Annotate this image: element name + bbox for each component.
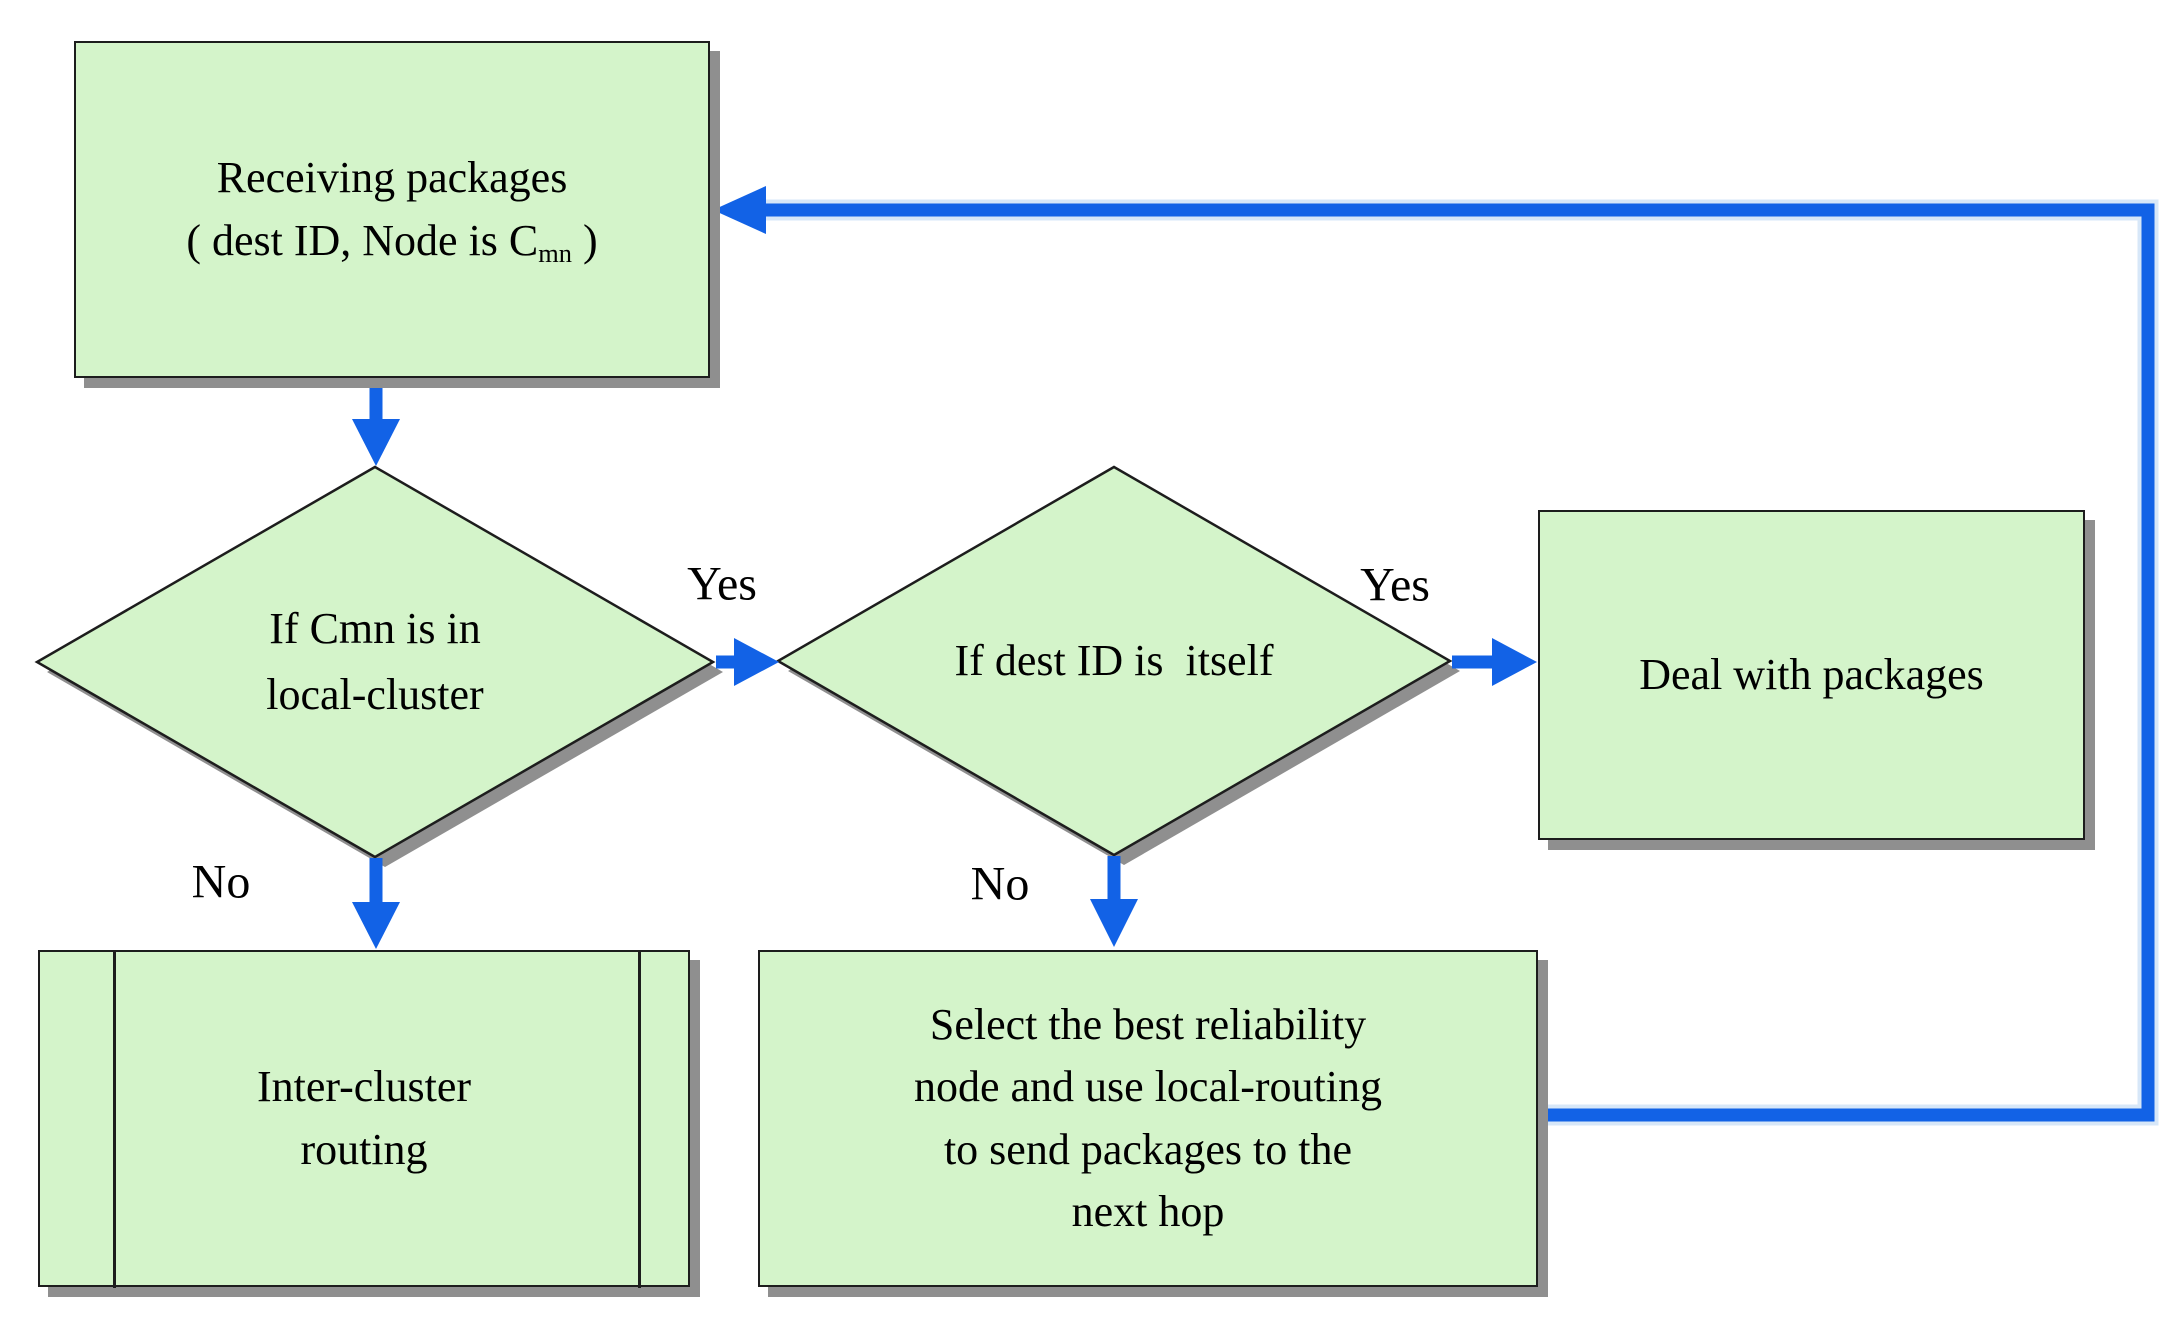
decision-dest-id-shape (775, 465, 1453, 857)
node-decision-local-cluster-label: If Cmn is in local-cluster (37, 467, 713, 857)
predefined-process-bar-left (113, 949, 116, 1288)
predefined-process-bar-right (638, 949, 641, 1288)
receiving-line2-subscript: mn (538, 238, 573, 269)
edge-label-yes-decision1: Yes (687, 557, 757, 611)
edge-label-no-decision1: No (191, 855, 251, 909)
arrow-decision2-yes-head (1492, 638, 1537, 686)
inter-cluster-line2: routing (300, 1124, 428, 1174)
arrow-decision2-no-head (1090, 899, 1138, 947)
edge-label-yes-decision2: Yes (1360, 558, 1430, 612)
select-line3: to send packages to the (943, 1124, 1353, 1174)
inter-cluster-line1: Inter-cluster (256, 1062, 472, 1112)
node-decision-dest-id-label: If dest ID is itself (778, 467, 1450, 855)
feedback-loop-line (764, 203, 2155, 1122)
node-receiving-packages: Receiving packages ( dest ID, Node is Cm… (74, 41, 710, 378)
arrow-decision1-no-head (352, 902, 400, 949)
receiving-line1: Receiving packages (216, 153, 568, 203)
feedback-loop-arrowhead (713, 186, 766, 234)
arrow-decision1-yes-head (734, 638, 779, 686)
arrow-receiving-to-decision1-head (352, 419, 400, 466)
edge-label-no-decision2: No (970, 857, 1030, 911)
node-select-best-node: Select the best reliability node and use… (758, 950, 1538, 1287)
select-line4: next hop (1071, 1186, 1225, 1236)
receiving-line2: ( dest ID, Node is Cmn ) (186, 210, 597, 272)
decision1-line1: If Cmn is in (269, 604, 481, 653)
decision-local-cluster-shape (34, 465, 716, 859)
select-line1: Select the best reliability (929, 999, 1367, 1049)
select-line2: node and use local-routing (914, 1062, 1382, 1112)
receiving-line2-suffix: ) (572, 215, 598, 265)
decision1-line2: local-cluster (266, 670, 484, 719)
deal-line1: Deal with packages (1639, 649, 1984, 699)
node-inter-cluster-routing: Inter-cluster routing (38, 949, 690, 1288)
receiving-line2-prefix: ( dest ID, Node is C (186, 215, 539, 265)
node-deal-with-packages: Deal with packages (1538, 510, 2085, 840)
decision2-line1: If dest ID is itself (954, 636, 1274, 685)
